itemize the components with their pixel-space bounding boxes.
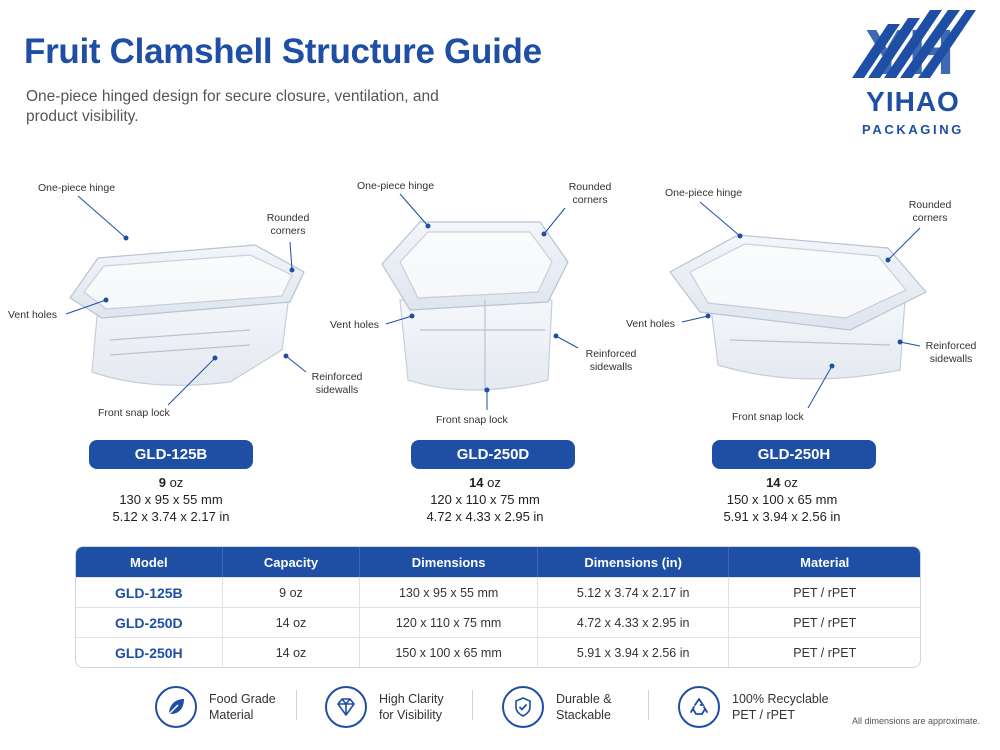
product-illustrations	[65, 193, 927, 410]
clamshell-gld-125b-illustration	[69, 244, 305, 386]
callout-snap-1: Front snap lock	[98, 407, 170, 419]
leader-lines-3	[681, 201, 921, 409]
table-cell: PET / rPET	[728, 638, 920, 667]
spec-dims-mm: 130 x 95 x 55 mm	[119, 492, 223, 507]
feature-line1: Durable &	[556, 692, 612, 706]
leader-lines-1	[65, 195, 307, 406]
table-header-cell: Capacity	[221, 547, 360, 577]
table-header-row: Model Capacity Dimensions Dimensions (in…	[76, 547, 920, 577]
table-cell: 9 oz	[221, 578, 360, 607]
page-subtitle: One-piece hinged design for secure closu…	[26, 88, 439, 125]
feature-line1: Food Grade	[209, 692, 276, 706]
leader-lines-2	[385, 193, 579, 410]
feature-line2: Material	[209, 708, 254, 722]
callout-snap-2: Front snap lock	[436, 414, 508, 426]
model-badge-gld-125b: GLD-125B	[89, 440, 253, 469]
table-cell: 5.91 x 3.94 x 2.56 in	[536, 638, 729, 667]
leaf-icon	[155, 686, 197, 728]
callout-sidewalls-2: Reinforced sidewalls	[585, 348, 637, 373]
recycle-icon	[678, 686, 720, 728]
clamshell-gld-250h-illustration	[669, 234, 927, 380]
feature-line1: 100% Recyclable	[732, 692, 829, 706]
table-cell-model: GLD-250D	[114, 614, 183, 631]
callout-sidewalls-3: Reinforced sidewalls	[925, 340, 977, 365]
table-cell: 150 x 100 x 65 mm	[359, 638, 537, 667]
table-cell: PET / rPET	[728, 578, 920, 607]
footnote: All dimensions are approximate.	[851, 716, 980, 726]
spec-gld-125b: 9 oz 130 x 95 x 55 mm 5.12 x 3.74 x 2.17…	[51, 474, 291, 525]
model-badge-gld-250h: GLD-250H	[712, 440, 876, 469]
spec-gld-250d: 14 oz 120 x 110 x 75 mm 4.72 x 4.33 x 2.…	[365, 474, 605, 525]
callout-sidewalls-1: Reinforced sidewalls	[311, 371, 363, 396]
table-header-cell: Dimensions	[359, 547, 537, 577]
callout-corners-2: Rounded corners	[568, 181, 612, 206]
page-title: Fruit Clamshell Structure Guide	[24, 32, 542, 71]
table-row: GLD-250D 14 oz 120 x 110 x 75 mm 4.72 x …	[76, 607, 920, 637]
callout-hinge-2: One-piece hinge	[357, 180, 435, 192]
feature-divider	[472, 690, 473, 720]
spec-dims-in: 5.12 x 3.74 x 2.17 in	[112, 509, 230, 524]
table-cell: 5.12 x 3.74 x 2.17 in	[536, 578, 729, 607]
spec-dims-mm: 150 x 100 x 65 mm	[726, 492, 838, 507]
logo-name: YIHAO	[866, 86, 960, 117]
spec-capacity-unit: oz	[784, 475, 798, 490]
diamond-icon	[325, 686, 367, 728]
table-cell: 120 x 110 x 75 mm	[359, 608, 537, 637]
table-cell: PET / rPET	[728, 608, 920, 637]
logo-mark-text: YH	[866, 16, 955, 86]
callout-corners-3: Rounded corners	[908, 199, 952, 224]
table-cell-model: GLD-250H	[114, 644, 183, 661]
spec-dims-mm: 120 x 110 x 75 mm	[430, 492, 540, 507]
table-cell-model: GLD-125B	[114, 584, 183, 601]
spec-table: Model Capacity Dimensions Dimensions (in…	[75, 546, 921, 668]
feature-line2: PET / rPET	[732, 708, 795, 722]
table-row: GLD-250H 14 oz 150 x 100 x 65 mm 5.91 x …	[76, 637, 920, 667]
table-cell: 4.72 x 4.33 x 2.95 in	[536, 608, 729, 637]
spec-dims-in: 5.91 x 3.94 x 2.56 in	[723, 509, 841, 524]
feature-line2: for Visibility	[379, 708, 442, 722]
logo-subtitle: PACKAGING	[862, 122, 964, 137]
feature-durable: Durable & Stackable	[502, 682, 612, 732]
callout-snap-3: Front snap lock	[732, 411, 804, 423]
feature-clarity: High Clarity for Visibility	[325, 682, 444, 732]
callout-vents-3: Vent holes	[626, 318, 676, 330]
feature-divider	[648, 690, 649, 720]
spec-capacity-unit: oz	[169, 475, 184, 490]
callout-vents-2: Vent holes	[330, 319, 380, 331]
table-header-cell: Dimensions (in)	[536, 547, 729, 577]
spec-dims-in: 4.72 x 4.33 x 2.95 in	[426, 509, 544, 524]
model-badge-gld-250d: GLD-250D	[411, 440, 575, 469]
table-header-cell: Material	[728, 547, 920, 577]
feature-line2: Stackable	[556, 708, 611, 722]
spec-capacity-value: 9	[158, 475, 166, 490]
clamshell-gld-250d-illustration	[381, 221, 569, 392]
callout-vents-1: Vent holes	[8, 309, 58, 321]
table-row: GLD-125B 9 oz 130 x 95 x 55 mm 5.12 x 3.…	[76, 577, 920, 607]
shield-check-icon	[502, 686, 544, 728]
spec-capacity-unit: oz	[487, 475, 501, 490]
feature-divider	[296, 690, 297, 720]
table-cell: 14 oz	[221, 638, 360, 667]
yh-logo-mark-icon: YH	[852, 10, 976, 88]
callout-corners-1: Rounded corners	[266, 212, 310, 237]
feature-line1: High Clarity	[379, 692, 444, 706]
callout-hinge-3: One-piece hinge	[665, 187, 743, 199]
callout-hinge-1: One-piece hinge	[38, 182, 116, 194]
spec-capacity-value: 14	[469, 475, 484, 490]
spec-capacity-value: 14	[766, 475, 781, 490]
brand-logo: YH YIHAO PACKAGING	[848, 6, 978, 146]
table-cell: 130 x 95 x 55 mm	[359, 578, 537, 607]
spec-gld-250h: 14 oz 150 x 100 x 65 mm 5.91 x 3.94 x 2.…	[662, 474, 902, 525]
table-cell: 14 oz	[221, 608, 360, 637]
table-header-cell: Model	[130, 554, 168, 570]
